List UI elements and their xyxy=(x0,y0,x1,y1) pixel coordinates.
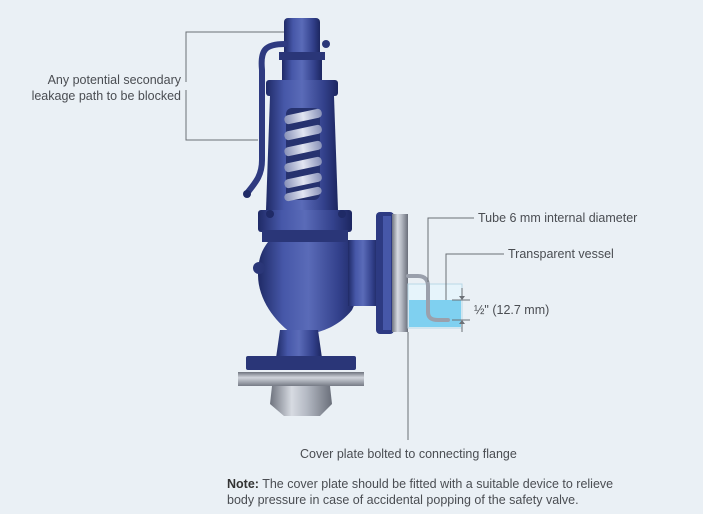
spring-coils xyxy=(284,108,322,202)
leader-secondary-leak xyxy=(185,31,284,82)
label-cover-plate: Cover plate bolted to connecting flange xyxy=(300,447,517,461)
note-line1: Note: The cover plate should be fitted w… xyxy=(227,476,647,492)
label-depth: ½" (12.7 mm) xyxy=(474,303,550,317)
cap-bolt-icon xyxy=(322,40,330,48)
note-prefix: Note: xyxy=(227,477,259,491)
valve-body xyxy=(258,242,359,332)
leader-vessel xyxy=(445,253,504,300)
flange-bolt-icon xyxy=(266,210,274,218)
outlet-neck xyxy=(348,240,378,306)
note-text: Note: The cover plate should be fitted w… xyxy=(227,476,647,508)
inlet-neck xyxy=(276,330,322,358)
valve-cap xyxy=(284,18,320,56)
flange-bolt-icon-2 xyxy=(338,210,346,218)
arrowhead-down-icon xyxy=(459,296,465,300)
cover-plate xyxy=(392,214,408,332)
inlet-flange xyxy=(246,356,356,370)
leader-secondary-leak-lower xyxy=(185,90,258,141)
label-secondary-leak-line2: leakage path to be blocked xyxy=(31,89,181,103)
valve-bonnet-flange xyxy=(266,80,338,96)
label-tube: Tube 6 mm internal diameter xyxy=(478,211,638,225)
body-plug-icon xyxy=(253,262,265,274)
valve-bonnet-neck xyxy=(282,60,322,82)
leader-tube xyxy=(427,217,474,282)
arrowhead-up-icon xyxy=(459,320,465,324)
outlet-flange-face xyxy=(383,216,391,330)
label-secondary-leak-line1: Any potential secondary xyxy=(47,73,181,87)
body-flange-lower xyxy=(262,230,348,242)
inlet-stub xyxy=(270,386,332,416)
sampling-tube xyxy=(406,274,450,322)
valve-cap-ring xyxy=(279,52,325,60)
label-secondary-leak: Any potential secondary leakage path to … xyxy=(26,72,181,104)
body-flange xyxy=(258,210,352,232)
inlet-cover-plate xyxy=(238,372,364,386)
note-line2: body pressure in case of accidental popp… xyxy=(227,493,579,507)
lever-knob-icon xyxy=(243,190,251,198)
lifting-lever xyxy=(245,41,288,195)
label-vessel: Transparent vessel xyxy=(508,247,614,261)
vessel-water xyxy=(409,300,461,327)
note-line1-text: The cover plate should be fitted with a … xyxy=(258,477,614,491)
